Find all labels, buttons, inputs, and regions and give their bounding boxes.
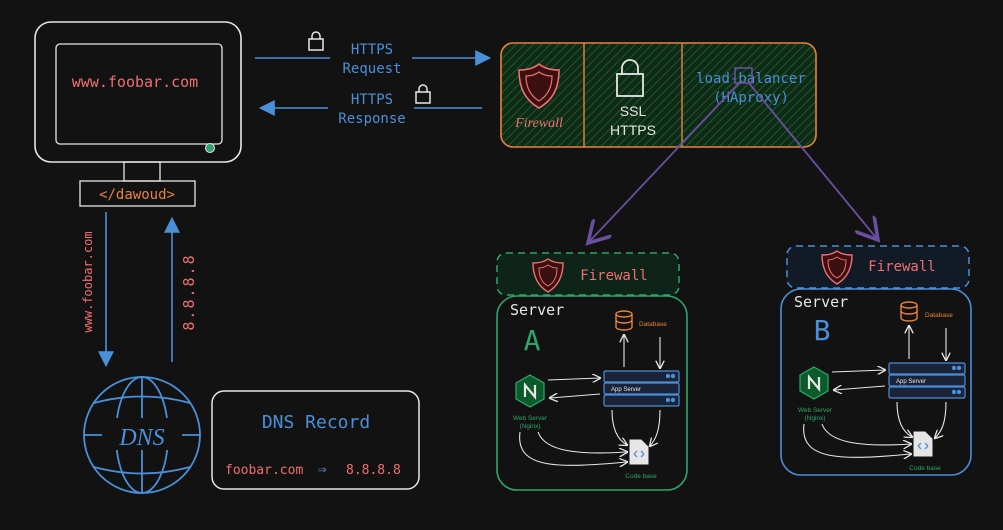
load-balancer-label-line2: (HAproxy) (713, 90, 789, 106)
database-icon (900, 301, 918, 322)
lock-icon (308, 31, 324, 51)
https-response-line2: Response (338, 111, 405, 127)
https-request: HTTPS Request (255, 31, 492, 78)
firewall-shield-icon (518, 62, 560, 109)
lock-icon (415, 84, 431, 104)
https-request-line1: HTTPS (351, 42, 393, 58)
server-a-web-server-label-line2: (Nginx) (520, 423, 541, 430)
server-b-web-server-label-line1: Web Server (798, 407, 833, 414)
dns-record-title: DNS Record (262, 412, 370, 433)
server-a-web-server-label-line1: Web Server (513, 415, 548, 422)
load-balancer-label-line1: load-balancer (696, 71, 806, 87)
dns-query-label: www.foobar.com (81, 231, 95, 332)
server-a-firewall-label: Firewall (580, 268, 647, 284)
ssl-label-line1: SSL (620, 103, 647, 119)
client-monitor: www.foobar.com </dawoud> (34, 21, 242, 207)
server-b-app-server-label: App Server (896, 379, 926, 385)
dns-answer-arrow: 8.8.8.8 (164, 216, 198, 362)
ssl-label-line2: HTTPS (610, 122, 656, 138)
https-response-line1: HTTPS (351, 92, 393, 108)
edge-box: Firewall SSL HTTPS load-balancer (HAprox… (500, 42, 817, 148)
server-a-database-label: Database (639, 321, 667, 328)
code-file-icon (629, 439, 649, 465)
dns-globe: DNS (83, 376, 201, 494)
server-b-database-label: Database (925, 312, 953, 319)
server-b-code-base-label: Code base (909, 465, 941, 472)
dns-record-arrow: ⇒ (317, 460, 326, 478)
server-a-code-base-label: Code base (625, 473, 657, 480)
https-response: HTTPS Response (258, 84, 482, 128)
client-label: </dawoud> (99, 187, 175, 203)
dns-answer-label: 8.8.8.8 (180, 253, 198, 330)
firewall-shield-icon (532, 258, 564, 293)
dns-query-arrow: www.foobar.com (81, 212, 114, 368)
server-a-title: Server (510, 301, 564, 319)
server-b-web-server-label-line2: (Nginx) (805, 415, 826, 422)
https-request-line2: Request (342, 61, 401, 77)
server-a: Firewall Server A Database App Server We… (496, 252, 688, 491)
server-b-letter: B (814, 314, 831, 347)
power-led-icon (205, 143, 215, 153)
server-a-flows (519, 335, 660, 465)
edge-firewall-label: Firewall (514, 116, 563, 131)
server-a-app-server-label: App Server (611, 387, 641, 393)
dns-record-domain: foobar.com (225, 463, 303, 478)
code-file-icon (913, 431, 933, 457)
app-server-icon (603, 370, 680, 407)
server-b-flows (803, 326, 946, 457)
server-a-letter: A (524, 324, 541, 357)
server-b-firewall-label: Firewall (868, 259, 935, 275)
dns-record-ip: 8.8.8.8 (346, 463, 401, 478)
server-b: Firewall Server B Database App Server We… (780, 245, 972, 476)
load-balancer-node-icon (734, 67, 753, 84)
lock-icon (616, 59, 644, 97)
dns-record-box: DNS Record foobar.com ⇒ 8.8.8.8 (211, 390, 420, 490)
database-icon (615, 310, 633, 331)
nginx-icon (799, 366, 829, 400)
load-balancer-links (588, 81, 878, 243)
server-b-title: Server (794, 293, 848, 311)
nginx-icon (515, 374, 545, 408)
dns-label: DNS (118, 425, 164, 451)
firewall-shield-icon (821, 250, 853, 285)
client-url: www.foobar.com (72, 73, 198, 91)
